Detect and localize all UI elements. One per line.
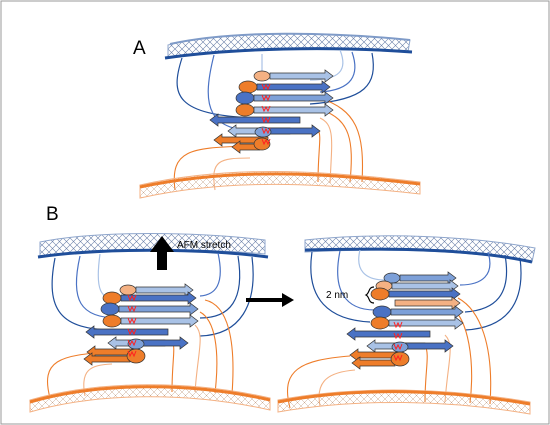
adhesin-icon	[102, 291, 122, 305]
orange-cell-wall-mesh-icon	[277, 389, 531, 415]
panel-b-left-diagram	[29, 233, 271, 413]
adhesin-icon	[370, 287, 390, 301]
adhesin-icon	[253, 70, 271, 82]
adhesin-stack-a	[209, 69, 334, 154]
orange-membrane	[29, 385, 271, 404]
adhesin-icon	[372, 305, 392, 319]
adhesin-icon	[238, 80, 258, 94]
tryptophan-pair-icon	[127, 294, 137, 358]
adhesin-icon	[100, 302, 120, 316]
orange-membrane	[277, 390, 531, 406]
tryptophan-pair-icon	[261, 83, 271, 146]
afm-stretch-label: AFM stretch	[177, 240, 231, 251]
brace-icon	[364, 286, 375, 304]
adhesin-icon	[119, 284, 137, 296]
blue-membrane	[37, 248, 269, 259]
panel-a-label: A	[133, 38, 146, 59]
adhesin-icon	[235, 103, 255, 117]
blue-membrane	[304, 247, 533, 264]
adhesin-icon	[254, 126, 272, 138]
spacing-label: 2 nm	[326, 290, 349, 301]
orange-cell-wall-mesh-icon	[29, 384, 271, 413]
panel-b-label: B	[46, 204, 59, 225]
upward-force-arrow-icon	[150, 236, 174, 270]
tryptophan-pair-icon	[393, 321, 403, 362]
adhesin-icon	[102, 314, 122, 328]
blue-membrane	[164, 47, 413, 60]
process-arrow-icon	[246, 293, 294, 307]
adhesin-icon	[235, 91, 255, 105]
orange-membrane	[139, 172, 421, 189]
adhesin-icon	[391, 341, 409, 353]
panel-b-right-diagram	[277, 235, 536, 415]
orange-cell-wall-mesh-icon	[139, 170, 421, 199]
adhesin-stack-b-left	[83, 283, 199, 366]
panel-a-diagram	[139, 32, 421, 199]
adhesin-icon	[370, 316, 390, 330]
adhesin-stack-b-right	[346, 271, 464, 370]
